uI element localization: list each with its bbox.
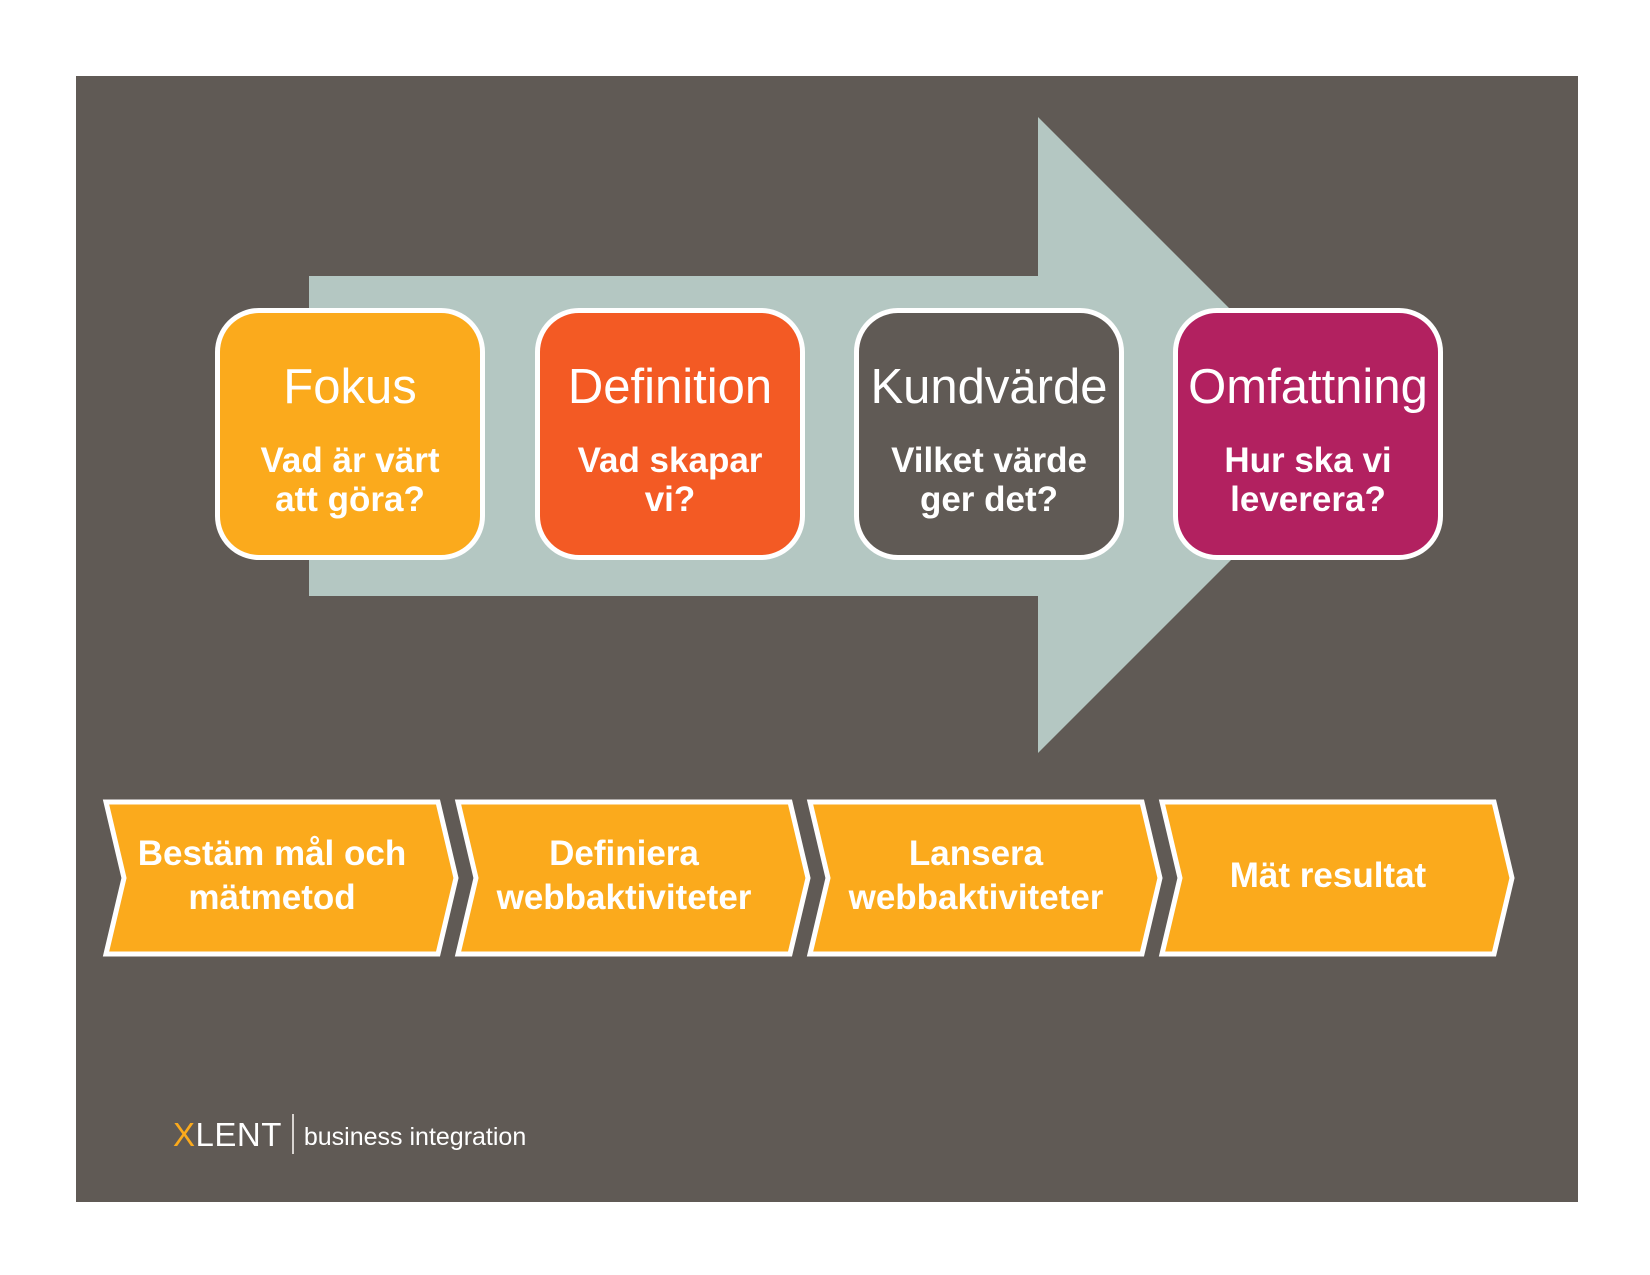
stage-omfattning: Omfattning Hur ska vi leverera? <box>1173 308 1443 560</box>
process-arrow-shape <box>309 117 1356 753</box>
step-chevron-4 <box>1158 799 1515 957</box>
logo-tagline: business integration <box>303 1122 527 1151</box>
step-label: Lansera webbaktiviteter <box>848 834 1104 917</box>
stage-kundvarde: Kundvärde Vilket värde ger det? <box>854 308 1124 560</box>
stage-definition: Definition Vad skapar vi? <box>535 308 805 560</box>
logo-divider <box>291 1114 294 1154</box>
logo-x: X <box>173 1115 196 1153</box>
step-chevron-3 <box>806 799 1163 957</box>
stage-title: Kundvärde <box>870 360 1108 414</box>
step-label: Bestäm mål och mätmetod <box>137 834 407 917</box>
logo-lent: LENT <box>195 1115 282 1153</box>
stage-title: Definition <box>567 360 773 414</box>
stage-question: Vad är värt att göra? <box>260 441 440 519</box>
stage-title: Fokus <box>283 360 417 414</box>
stage-question: Vilket värde ger det? <box>891 441 1087 519</box>
stage-title: Omfattning <box>1188 360 1428 414</box>
step-label: Definiera webbaktiviteter <box>496 834 752 917</box>
stage-fokus: Fokus Vad är värt att göra? <box>215 308 485 560</box>
slide-background: Fokus Vad är värt att göra? Definition V… <box>76 76 1578 1202</box>
logo-wordmark: XLENT <box>173 1118 282 1151</box>
step-label: Mät resultat <box>1229 856 1427 895</box>
step-chevron-2 <box>454 799 811 957</box>
company-logo: XLENT business integration <box>173 1114 526 1154</box>
step-chevron-1 <box>102 799 459 957</box>
process-arrow <box>309 117 1356 753</box>
stage-question: Hur ska vi leverera? <box>1224 441 1392 519</box>
stage-question: Vad skapar vi? <box>577 441 763 519</box>
step-chevron-row <box>102 799 1515 957</box>
